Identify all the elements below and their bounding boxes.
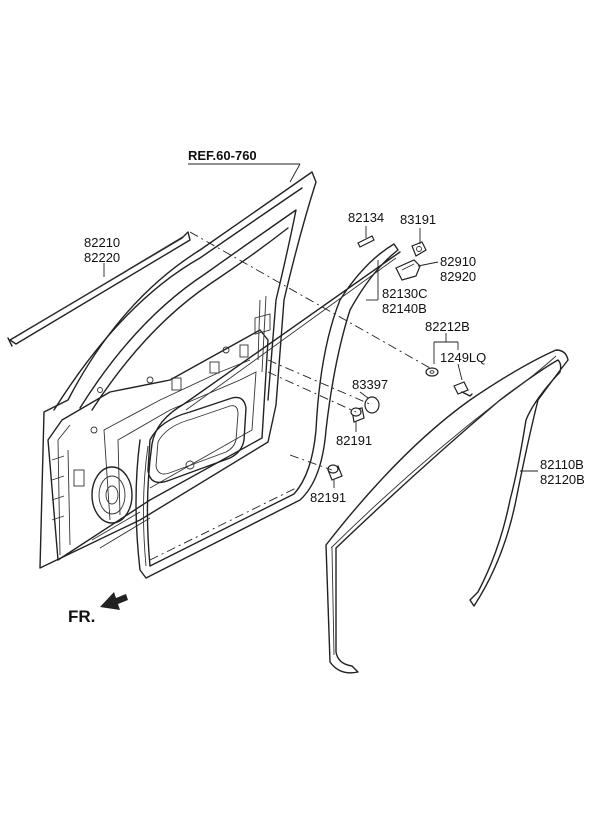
- clip-82134: [357, 235, 375, 248]
- label-82191-lower: 82191: [310, 490, 346, 505]
- label-82920: 82920: [440, 269, 476, 284]
- grommet-lower: [327, 464, 343, 481]
- belt-molding: [7, 231, 191, 347]
- label-82910: 82910: [440, 254, 476, 269]
- leader-lines: [103, 163, 538, 488]
- label-1249lq: 1249LQ: [440, 350, 486, 365]
- label-82140b: 82140B: [382, 301, 427, 316]
- fr-label: FR.: [68, 607, 95, 626]
- bracket-82910: [395, 259, 421, 281]
- label-82212b: 82212B: [425, 319, 470, 334]
- door-panel: [39, 171, 317, 569]
- label-82191-upper: 82191: [336, 433, 372, 448]
- label-82120b: 82120B: [540, 472, 585, 487]
- bolt-1249lq: [453, 381, 473, 397]
- label-83191: 83191: [400, 212, 436, 227]
- label-82134: 82134: [348, 210, 384, 225]
- weatherstrip: [325, 349, 569, 674]
- label-82130c: 82130C: [382, 286, 428, 301]
- front-direction-arrow: [100, 592, 128, 610]
- door-frame-seal: [135, 243, 401, 579]
- label-82210: 82210: [84, 235, 120, 250]
- label-83397: 83397: [352, 377, 388, 392]
- cap-83191: [411, 241, 427, 257]
- plug-83397: [364, 396, 380, 414]
- ref-label: REF.60-760: [188, 148, 257, 163]
- grommet-upper: [350, 407, 365, 423]
- reference-lines: [189, 231, 431, 471]
- washer-82212b: [425, 367, 439, 377]
- label-82220: 82220: [84, 250, 120, 265]
- label-82110b: 82110B: [540, 457, 584, 472]
